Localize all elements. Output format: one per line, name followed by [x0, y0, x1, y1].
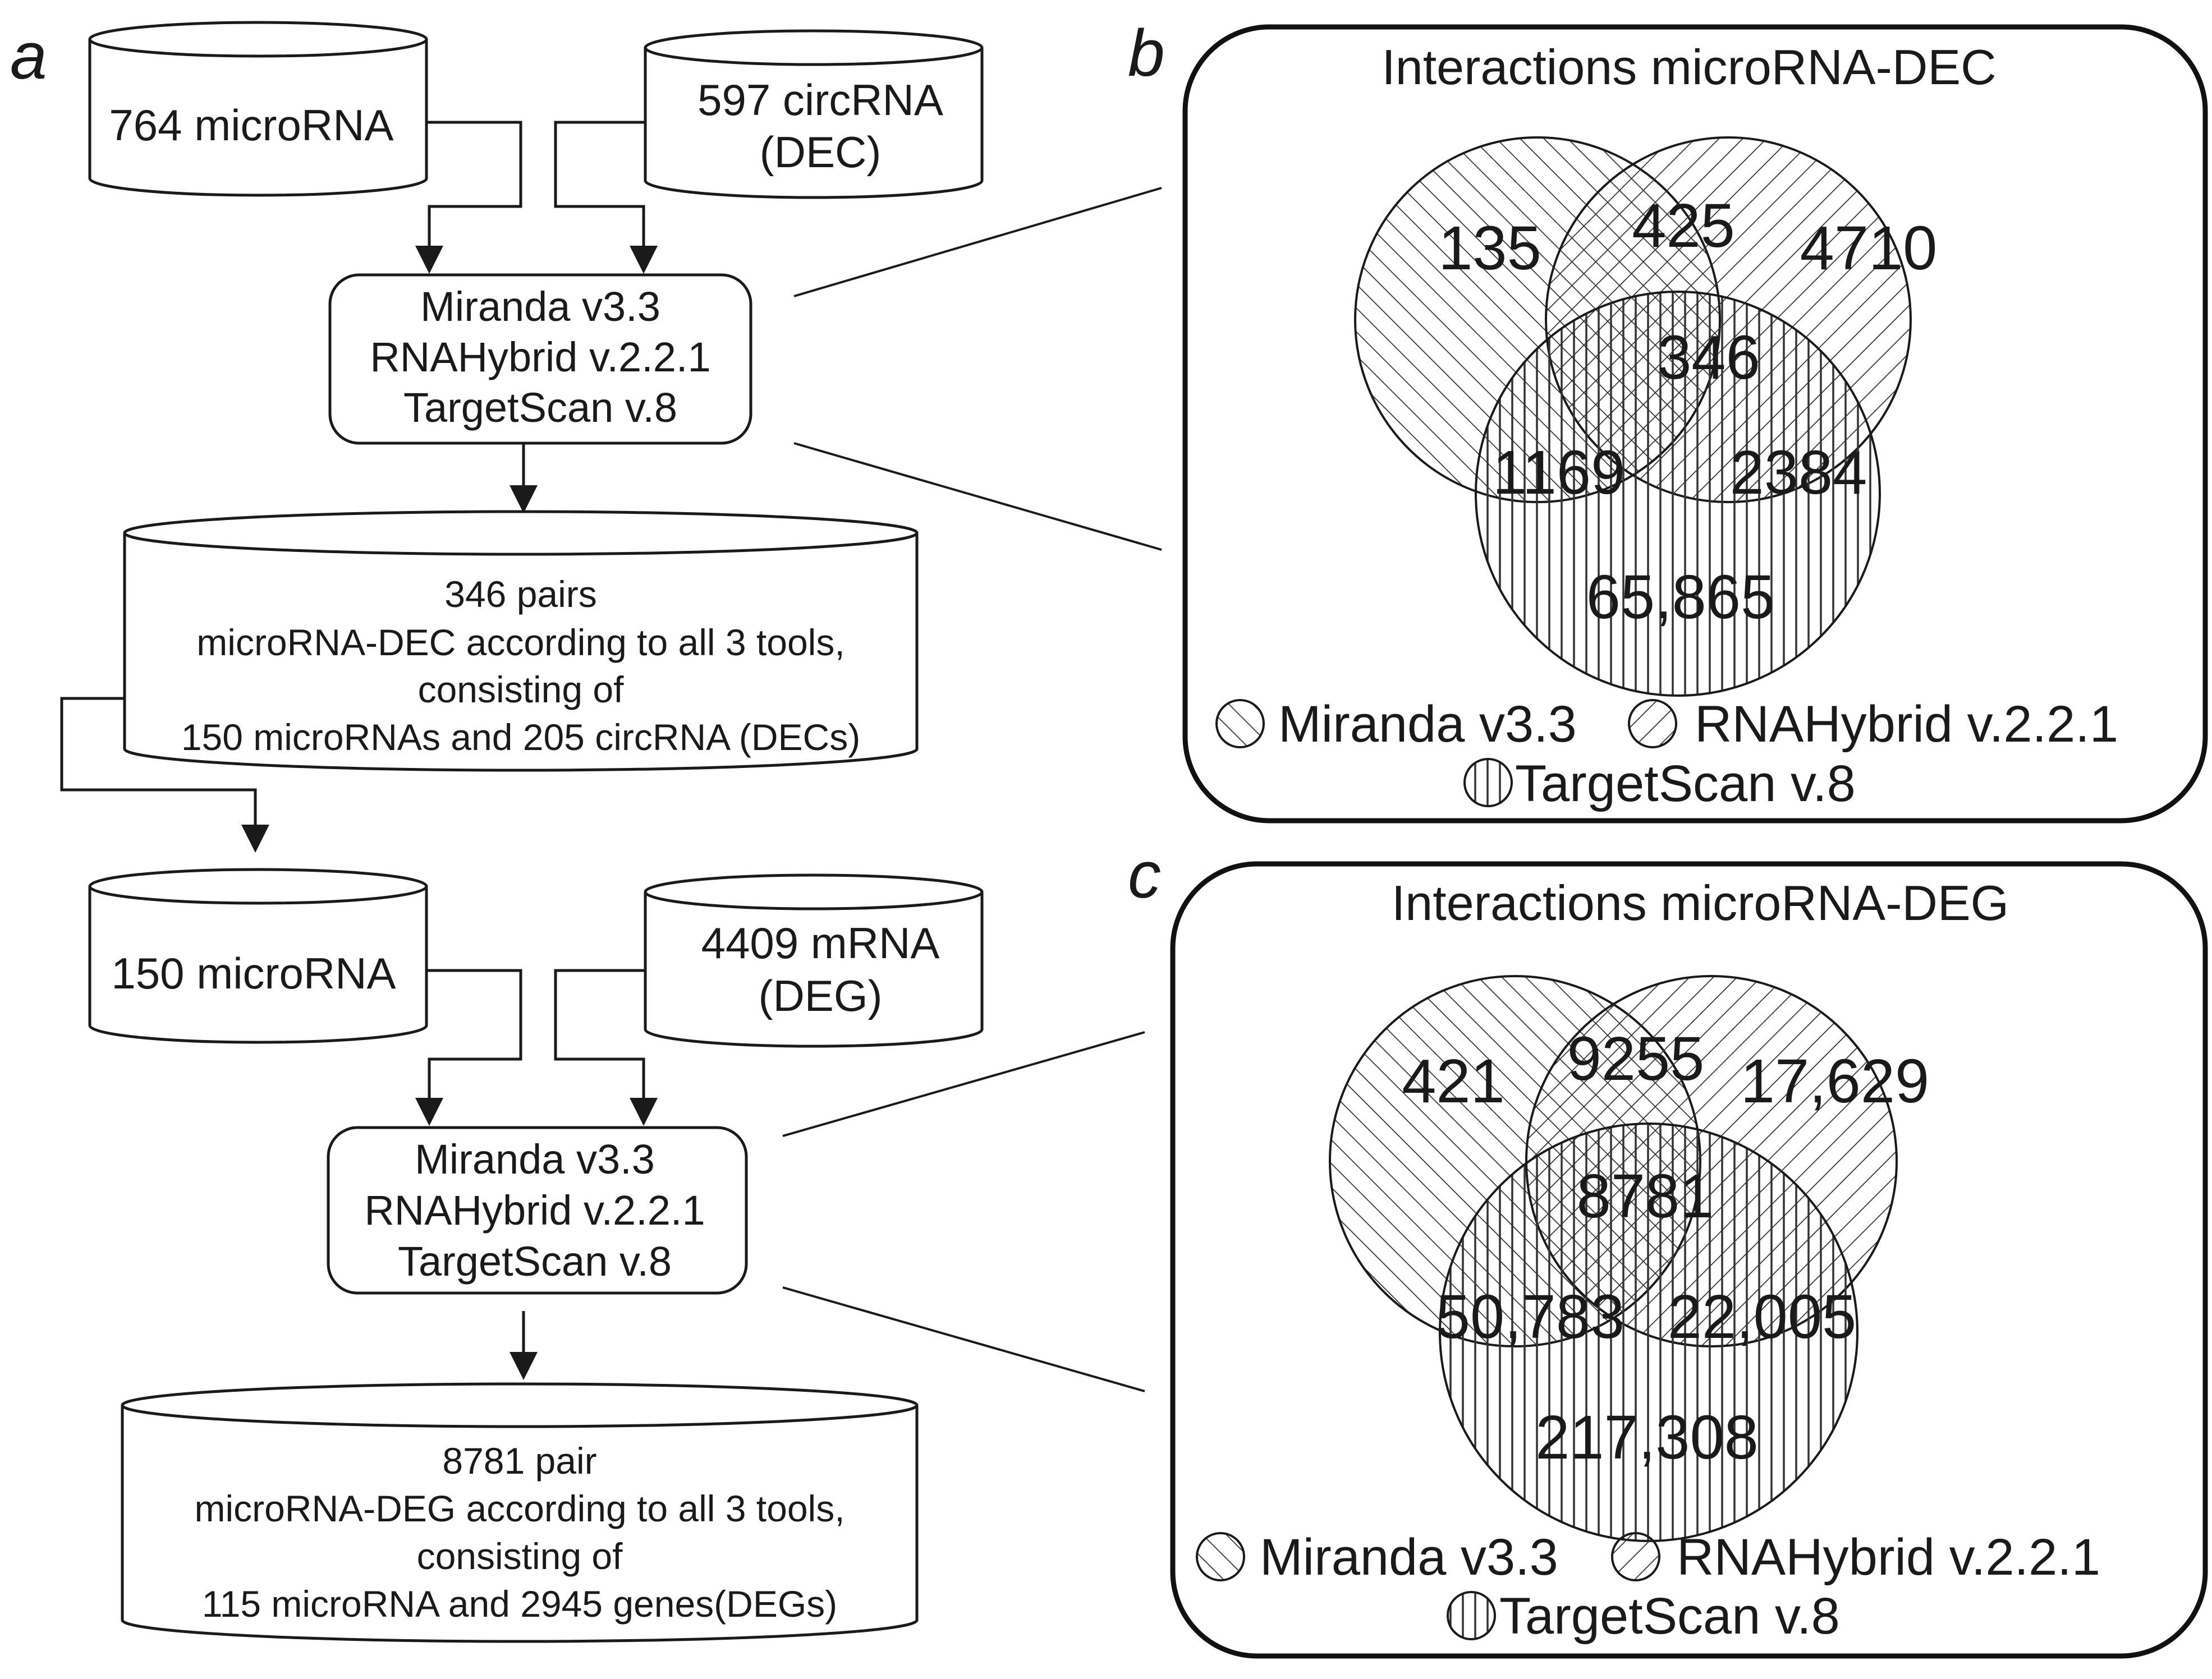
- result-line4: 115 microRNA and 2945 genes(DEGs): [202, 1583, 837, 1625]
- result-line1: 8781 pair: [442, 1440, 596, 1482]
- venn-panel-b: Interactions microRNA-DEC 135 425 4710 3…: [1182, 24, 2208, 824]
- legend-rnahybrid: RNAHybrid v.2.2.1: [1677, 1529, 2100, 1586]
- hatch-back-diagonal-icon: [1611, 1532, 1660, 1581]
- hatch-diagonal-icon: [1215, 699, 1265, 748]
- region-miranda-targetscan: 1169: [1493, 438, 1626, 507]
- panel-b-label: b: [1128, 16, 1165, 90]
- region-miranda-rnahybrid: 425: [1632, 191, 1735, 260]
- venn-legend: Miranda v3.3 RNAHybrid v.2.2.1 TargetSca…: [1215, 696, 2118, 812]
- result-line3: consisting of: [418, 669, 625, 710]
- connector-circrna-to-tools: [554, 121, 658, 274]
- hatch-vertical-icon: [1447, 1591, 1496, 1640]
- venn-set-targetscan: [1475, 291, 1881, 697]
- zoom-line-b-bottom: [793, 442, 1162, 551]
- db-label-line1: 4409 mRNA: [701, 918, 940, 968]
- zoom-line-c-bottom: [782, 1286, 1145, 1392]
- db-150-microrna: 150 microRNA: [88, 868, 428, 1044]
- flow-block-1: 764 microRNA 597 circRNA (DEC) Miranda v…: [88, 21, 984, 772]
- legend-miranda: Miranda v3.3: [1260, 1529, 1558, 1586]
- zoom-line-c-top: [782, 1031, 1145, 1137]
- region-rnahybrid-targetscan: 22,005: [1668, 1282, 1856, 1351]
- venn-legend: Miranda v3.3 RNAHybrid v.2.2.1 TargetSca…: [1196, 1529, 2100, 1645]
- result-line3: consisting of: [417, 1535, 623, 1577]
- region-rnahybrid-targetscan: 2384: [1730, 438, 1867, 507]
- tool-rnahybrid: RNAHybrid v.2.2.1: [364, 1187, 705, 1234]
- tool-rnahybrid: RNAHybrid v.2.2.1: [370, 334, 710, 380]
- region-miranda-only: 421: [1402, 1047, 1505, 1116]
- db-label: 150 microRNA: [111, 949, 396, 998]
- venn-title: Interactions microRNA-DEG: [1392, 875, 2009, 931]
- region-all-three: 346: [1657, 323, 1760, 392]
- db-764-microrna: 764 microRNA: [88, 21, 428, 197]
- db-597-circrna: 597 circRNA (DEC): [644, 29, 984, 199]
- connector-block1-to-block2: [60, 697, 269, 853]
- region-rnahybrid-only: 17,629: [1741, 1047, 1929, 1116]
- result-line2: microRNA-DEG according to all 3 tools,: [194, 1488, 845, 1529]
- region-rnahybrid-only: 4710: [1800, 214, 1938, 283]
- panel-c-label: c: [1128, 838, 1161, 912]
- region-targetscan-only: 217,308: [1535, 1403, 1759, 1472]
- region-targetscan-only: 65,865: [1586, 563, 1775, 632]
- connector-mrna-to-tools: [554, 969, 658, 1126]
- hatch-back-diagonal-icon: [1628, 699, 1677, 748]
- tool-miranda: Miranda v3.3: [415, 1136, 655, 1183]
- connector-microrna-to-tools: [415, 121, 522, 274]
- result-line4: 150 microRNAs and 205 circRNA (DECs): [181, 716, 860, 758]
- db-label: 764 microRNA: [109, 100, 393, 150]
- tools-box-1: Miranda v3.3 RNAHybrid v.2.2.1 TargetSca…: [328, 273, 752, 445]
- legend-targetscan: TargetScan v.8: [1499, 1588, 1840, 1645]
- connector-microrna-to-tools: [415, 969, 522, 1126]
- flow-block-2: 150 microRNA 4409 mRNA (DEG) Miranda v3.…: [88, 868, 984, 1643]
- result-line1: 346 pairs: [444, 573, 597, 615]
- tool-targetscan: TargetScan v.8: [403, 384, 677, 431]
- db-label-line2: (DEC): [760, 127, 882, 177]
- legend-miranda: Miranda v3.3: [1278, 696, 1577, 753]
- venn-title: Interactions microRNA-DEC: [1382, 39, 1996, 95]
- db-result-8781-pairs: 8781 pair microRNA-DEG according to all …: [121, 1382, 919, 1643]
- hatch-diagonal-icon: [1196, 1532, 1245, 1581]
- db-label-line1: 597 circRNA: [697, 75, 943, 125]
- venn-panel-c: Interactions microRNA-DEG 421 9255 17,62…: [1170, 861, 2208, 1659]
- result-line2: microRNA-DEC according to all 3 tools,: [196, 622, 845, 663]
- zoom-line-b-top: [793, 187, 1162, 297]
- tool-targetscan: TargetScan v.8: [398, 1238, 672, 1285]
- region-miranda-only: 135: [1438, 214, 1541, 283]
- region-all-three: 8781: [1577, 1162, 1714, 1231]
- region-miranda-rnahybrid: 9255: [1567, 1024, 1705, 1093]
- db-result-346-pairs: 346 pairs microRNA-DEC according to all …: [123, 510, 919, 772]
- legend-rnahybrid: RNAHybrid v.2.2.1: [1695, 696, 2118, 753]
- tools-box-2: Miranda v3.3 RNAHybrid v.2.2.1 TargetSca…: [327, 1126, 748, 1295]
- region-miranda-targetscan: 50,783: [1436, 1282, 1624, 1351]
- panel-a-label: a: [10, 19, 47, 93]
- hatch-vertical-icon: [1463, 758, 1513, 807]
- legend-targetscan: TargetScan v.8: [1515, 755, 1856, 812]
- db-label-line2: (DEG): [759, 971, 883, 1020]
- db-4409-mrna: 4409 mRNA (DEG): [644, 873, 984, 1048]
- tool-miranda: Miranda v3.3: [420, 283, 660, 330]
